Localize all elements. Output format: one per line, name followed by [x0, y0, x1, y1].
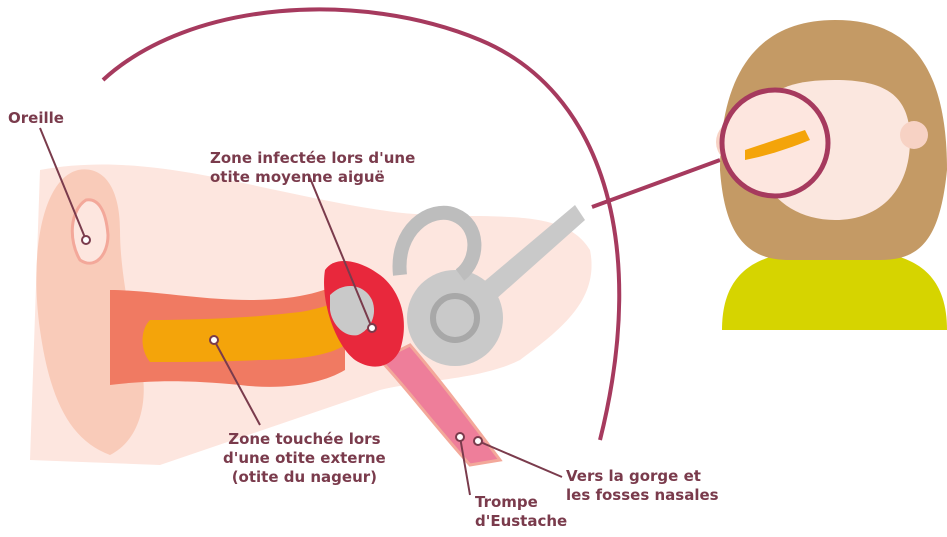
- label-zone-touchee: Zone touchée lors d'une otite externe (o…: [223, 430, 386, 487]
- outer-ear-fold: [72, 200, 108, 263]
- dot-vers-gorge: [474, 437, 482, 445]
- magnifier-connector: [592, 160, 720, 207]
- label-trompe: Trompe d'Eustache: [475, 493, 567, 531]
- dot-zone-infectee: [368, 324, 376, 332]
- label-vers-gorge: Vers la gorge et les fosses nasales: [566, 467, 719, 505]
- dot-oreille: [82, 236, 90, 244]
- dot-zone-touchee: [210, 336, 218, 344]
- label-zone-infectee: Zone infectée lors d'une otite moyenne a…: [210, 149, 415, 187]
- label-oreille: Oreille: [8, 109, 64, 128]
- dot-trompe: [456, 433, 464, 441]
